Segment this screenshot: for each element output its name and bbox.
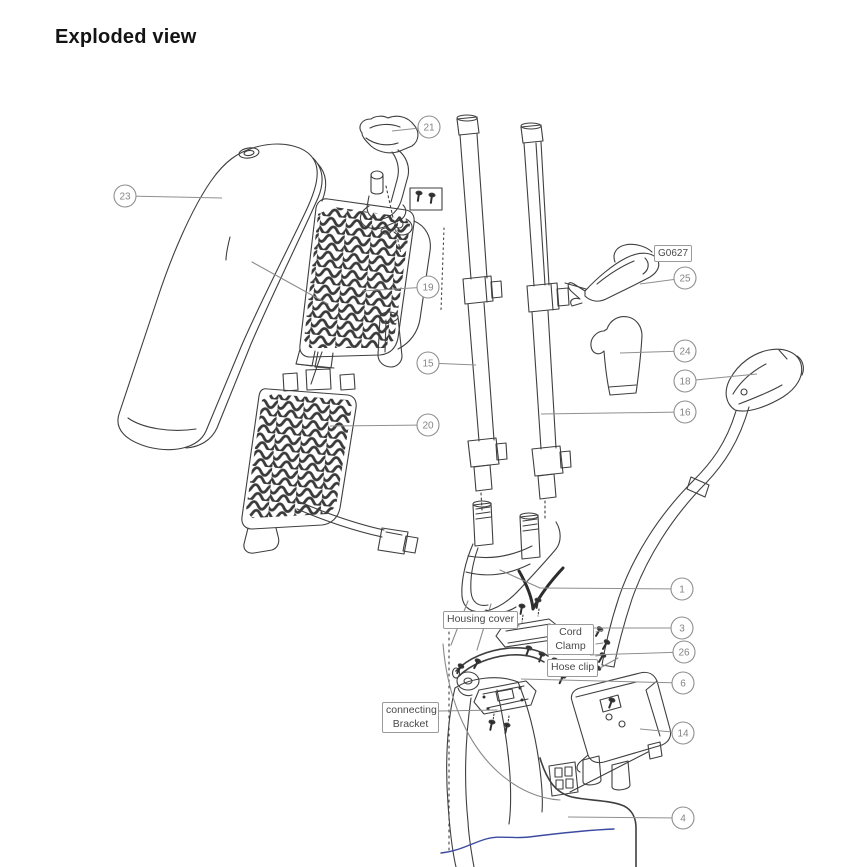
callout-number: 20 — [422, 421, 434, 432]
callout-number: 16 — [679, 408, 691, 419]
part-pole-left — [456, 114, 508, 511]
callout-number: 24 — [679, 347, 691, 358]
page-title: Exploded view — [55, 26, 197, 48]
part-main-housing — [461, 500, 565, 613]
part-cord-hook — [564, 243, 660, 307]
callout-number: 19 — [422, 283, 434, 294]
callout-number: 23 — [119, 192, 131, 203]
callout-number: 15 — [422, 359, 434, 370]
part-mesh-panel-lower — [241, 351, 419, 555]
callout-20: 20 — [329, 413, 440, 437]
callout-15: 15 — [416, 351, 477, 375]
callout-23: 23 — [113, 184, 223, 208]
part-pole-right — [520, 122, 572, 520]
callout-4: 4 — [567, 806, 695, 830]
callout-21: 21 — [391, 115, 441, 139]
callout-24: 24 — [619, 339, 697, 363]
callout-26: 26 — [589, 640, 696, 664]
part-connecting-bracket — [453, 657, 537, 735]
part-mesh-panel-upper — [295, 198, 445, 369]
callout-number: 3 — [679, 624, 685, 635]
label-housing-cover: Housing cover — [443, 611, 519, 629]
callout-number: 26 — [678, 648, 690, 659]
callout-number: 21 — [423, 123, 435, 134]
label-connecting-bracket: connecting Bracket — [382, 702, 439, 734]
callout-25: 25 — [639, 266, 697, 290]
callout-layer: 21 23 19 15 25 24 18 16 20 1 3 26 6 14 4 — [113, 115, 758, 830]
callout-number: 25 — [679, 274, 691, 285]
label-cord-clamp: Cord Clamp — [547, 624, 594, 656]
callout-number: 4 — [680, 814, 686, 825]
callout-3: 3 — [582, 616, 694, 640]
part-base-block — [570, 671, 672, 791]
label-model-code: G0627 — [654, 245, 693, 262]
callout-1: 1 — [539, 577, 694, 601]
callout-number: 18 — [679, 377, 691, 388]
screw-box — [409, 187, 443, 211]
callout-number: 14 — [677, 729, 689, 740]
label-hose-clip: Hose clip — [547, 659, 599, 677]
callout-18: 18 — [673, 369, 758, 393]
callout-number: 1 — [679, 585, 685, 596]
callout-6: 6 — [520, 671, 695, 695]
part-mitt — [590, 316, 643, 396]
blue-pen-stroke — [440, 828, 615, 854]
callout-19: 19 — [361, 275, 440, 299]
part-handle-wand — [601, 348, 804, 668]
callout-16: 16 — [540, 400, 697, 424]
callout-14: 14 — [639, 721, 695, 745]
part-hose — [451, 647, 549, 679]
callout-number: 6 — [680, 679, 686, 690]
part-front-cover — [117, 143, 327, 451]
